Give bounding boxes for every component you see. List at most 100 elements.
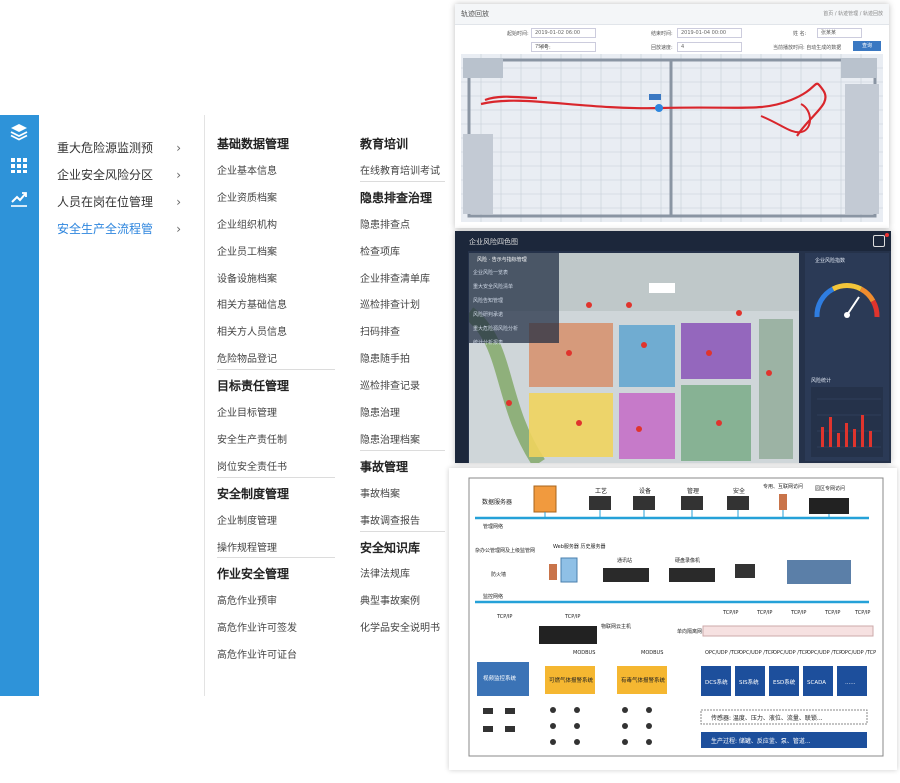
submenu-item[interactable]: 安全生产责任制 xyxy=(217,434,287,446)
floor-plan-map xyxy=(461,54,883,222)
playback-hint: 当前播放时间: 自动生成的数据 xyxy=(773,45,842,51)
start-time-label: 起始时间: xyxy=(507,31,529,37)
workstation-label: 安全 xyxy=(733,487,745,495)
chart-title: 风险统计 xyxy=(811,378,832,384)
submenu-item[interactable]: 巡检排查记录 xyxy=(360,381,420,393)
primary-menu-label: 人员在岗在位管理 xyxy=(57,195,154,209)
submenu-item[interactable]: 企业组织机构 xyxy=(217,219,277,231)
submenu-item[interactable]: 典型事故案例 xyxy=(360,596,420,608)
submenu-item[interactable]: 企业排查清单库 xyxy=(360,273,430,285)
primary-menu-item[interactable]: 企业安全风险分区› xyxy=(57,165,195,185)
submenu-item[interactable]: 隐患治理 xyxy=(360,408,400,419)
submenu-item[interactable]: 危险物品登记 xyxy=(217,354,277,366)
submenu-item[interactable]: 高危作业许可证台 xyxy=(217,650,297,662)
submenu-item[interactable]: 隐患治理档案 xyxy=(360,434,420,446)
group-divider xyxy=(360,530,445,532)
risk-list: 企业风险一览表 重大安全风险清单 风险告知管理 风险研判承诺 重大危险源风险分析… xyxy=(473,269,518,346)
web-server-label: Web服务器 历史服务器 xyxy=(553,543,606,550)
list-item[interactable]: 重大安全风险清单 xyxy=(473,284,514,290)
group-divider xyxy=(217,557,335,559)
mgmt-net-label: 管理网络 xyxy=(483,523,503,530)
primary-menu-label: 重大危险源监测预 xyxy=(57,141,154,155)
risk-bar-chart xyxy=(811,387,883,457)
opc-label: OPC/UDP /TCP xyxy=(773,650,808,656)
tcpip-label: TCP/IP xyxy=(824,610,840,616)
grid-icon[interactable] xyxy=(9,155,29,175)
dcs-label: DCS系统 xyxy=(705,678,728,686)
chevron-right-icon: › xyxy=(176,141,181,155)
name-input[interactable]: 张某某 xyxy=(817,28,862,38)
submenu-item[interactable]: 相关方基础信息 xyxy=(217,300,287,312)
submenu-item[interactable]: 高危作业预审 xyxy=(217,596,277,608)
submenu-item[interactable]: 企业制度管理 xyxy=(217,515,277,527)
primary-menu-item[interactable]: 安全生产全流程管› xyxy=(57,219,195,239)
menu-group-title: 隐患排查治理 xyxy=(360,190,433,205)
scada-label: SCADA xyxy=(807,680,826,686)
submenu-item[interactable]: 隐患排查点 xyxy=(360,219,410,231)
opc-label: OPC/UDP /TCP xyxy=(739,650,774,656)
card-input[interactable]: 7508 xyxy=(531,42,596,52)
submenu-item[interactable]: 法律法规库 xyxy=(360,569,410,581)
more-label: ...... xyxy=(845,680,856,686)
submenu-item[interactable]: 企业基本信息 xyxy=(217,165,277,177)
submenu-item[interactable]: 操作规程管理 xyxy=(217,542,277,554)
menu-group-title: 目标责任管理 xyxy=(217,379,290,394)
gauge-title: 企业风险指数 xyxy=(815,258,846,264)
submenu-item[interactable]: 巡检排查计划 xyxy=(360,300,420,312)
submenu-item[interactable]: 企业目标管理 xyxy=(217,408,277,419)
list-item[interactable]: 风险研判承诺 xyxy=(473,312,504,318)
modbus-label: MODBUS xyxy=(641,650,663,656)
group-divider xyxy=(360,180,445,182)
submenu-item[interactable]: 在线教育培训考试 xyxy=(360,165,440,177)
submenu-item[interactable]: 扫码排查 xyxy=(360,327,400,339)
risk-gauge xyxy=(814,283,880,318)
primary-menu: 重大危险源监测预 › 企业安全风险分区› 人员在岗在位管理› 安全生产全流程管› xyxy=(39,115,204,696)
layers-icon[interactable] xyxy=(9,122,29,142)
card-label: 卡号: xyxy=(539,45,551,51)
trend-chart-icon[interactable] xyxy=(9,188,29,208)
submenu-item[interactable]: 高危作业许可签发 xyxy=(217,623,297,635)
menu-group-title: 事故管理 xyxy=(360,459,409,474)
menu-group-title: 基础数据管理 xyxy=(217,137,290,151)
submenu-item[interactable]: 岗位安全责任书 xyxy=(217,461,287,473)
submenu-item[interactable]: 事故档案 xyxy=(360,488,400,500)
list-item[interactable]: 重大危险源风险分析 xyxy=(473,326,519,332)
video-system-label: 视频监控系统 xyxy=(483,674,517,682)
submenu-item[interactable]: 企业员工档案 xyxy=(217,246,277,258)
toxic-system-label: 有毒气体报警系统 xyxy=(621,676,666,684)
trajectory-title: 轨迹回放 xyxy=(461,10,489,18)
iot-cloud-label: 物联网云主机 xyxy=(601,623,631,630)
primary-menu-item[interactable]: 重大危险源监测预 › xyxy=(57,138,195,158)
list-item[interactable]: 统计分析报表 xyxy=(473,340,504,346)
speed-select[interactable]: 4 xyxy=(677,42,742,52)
tcpip-label: TCP/IP xyxy=(756,610,772,616)
submenu-item[interactable]: 相关方人员信息 xyxy=(217,327,287,339)
end-time-input[interactable]: 2019-01-04 00:00 xyxy=(677,28,742,38)
group-divider xyxy=(217,476,335,478)
submenu-item[interactable]: 事故调查报告 xyxy=(360,515,420,527)
submenu-item[interactable]: 设备设施档案 xyxy=(217,273,277,285)
submenu-item[interactable]: 企业资质档案 xyxy=(217,192,277,204)
monitor-net-label: 监控网络 xyxy=(483,593,503,600)
one-way-gate-label: 单向隔离网闸 xyxy=(677,628,707,635)
group-divider xyxy=(360,449,445,451)
start-time-input[interactable]: 2019-01-02 06:00 xyxy=(531,28,596,38)
submenu-item[interactable]: 隐患随手拍 xyxy=(360,354,410,366)
trajectory-screenshot: 轨迹回放 首页 / 轨迹管理 / 轨迹回放 起始时间: 2019-01-02 0… xyxy=(455,4,889,228)
menu-group-title: 安全制度管理 xyxy=(217,486,290,501)
tcpip-label: TCP/IP xyxy=(854,610,870,616)
list-item[interactable]: 企业风险一览表 xyxy=(473,270,509,276)
menu-divider xyxy=(204,115,205,696)
notification-icon[interactable] xyxy=(873,235,885,247)
opc-label: OPC/UDP /TCP xyxy=(705,650,740,656)
list-item[interactable]: 风险告知管理 xyxy=(473,298,504,304)
workstation-label: 管理 xyxy=(687,487,699,495)
primary-menu-item[interactable]: 人员在岗在位管理› xyxy=(57,192,195,212)
plant-risk-map xyxy=(469,253,799,463)
end-time-label: 结束时间: xyxy=(651,31,673,37)
name-label: 姓 名: xyxy=(793,31,807,37)
submenu-item[interactable]: 化学品安全说明书 xyxy=(360,623,440,635)
submenu-item[interactable]: 检查项库 xyxy=(360,246,400,258)
search-button[interactable]: 查询 xyxy=(853,41,881,51)
data-server-label: 数据服务器 xyxy=(482,498,512,506)
